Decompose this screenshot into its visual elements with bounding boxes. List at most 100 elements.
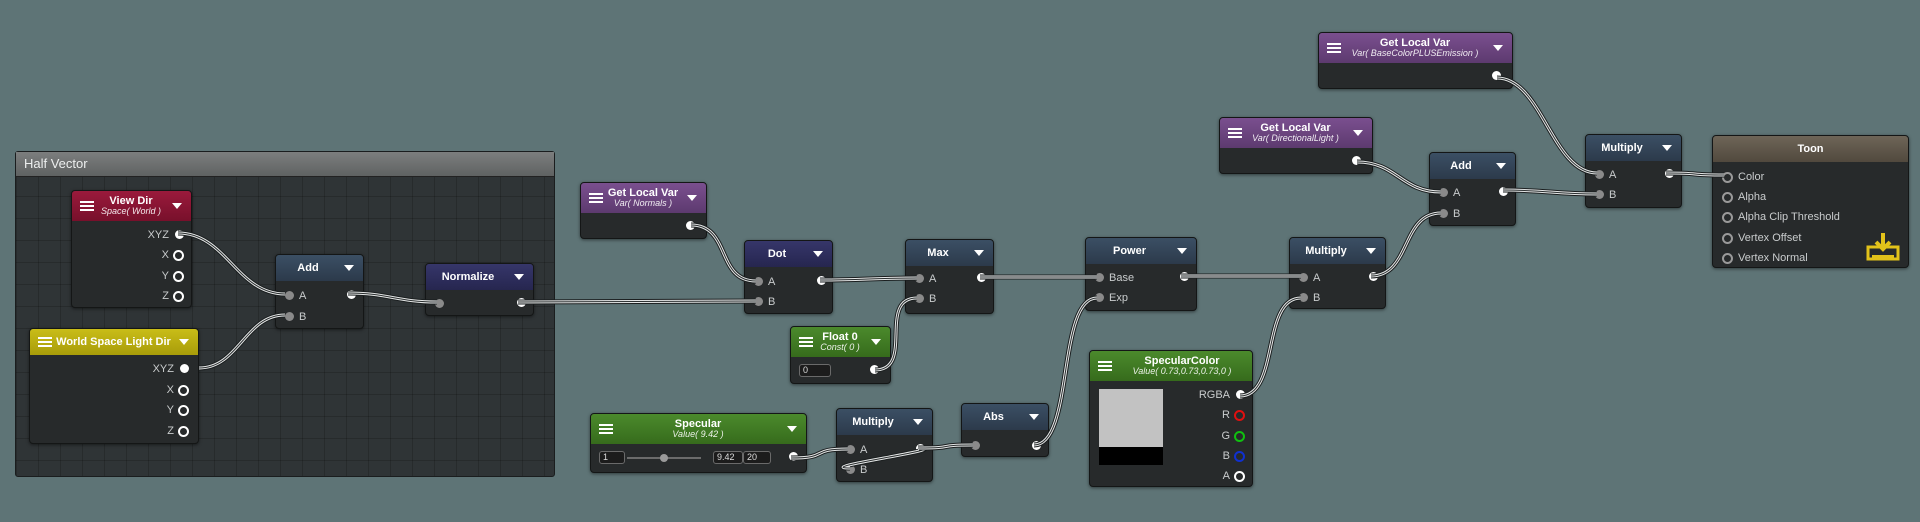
input-pin[interactable] xyxy=(435,299,444,308)
output-pin-xyz[interactable] xyxy=(175,230,184,239)
node-world-space-light-dir[interactable]: World Space Light Dir XYZ X Y Z xyxy=(29,328,199,444)
slider-handle[interactable] xyxy=(660,454,668,462)
hamburger-menu-icon[interactable] xyxy=(1098,361,1112,371)
node-multiply[interactable]: Multiply A B xyxy=(836,408,933,482)
input-pin-a[interactable] xyxy=(1439,188,1448,197)
node-normalize[interactable]: Normalize xyxy=(425,263,534,316)
hamburger-menu-icon[interactable] xyxy=(589,193,603,203)
output-pin[interactable] xyxy=(1032,441,1041,450)
node-header[interactable]: Power xyxy=(1086,238,1196,264)
dropdown-arrow-icon[interactable] xyxy=(514,274,524,280)
node-header[interactable]: Multiply xyxy=(837,409,932,435)
output-pin-r[interactable] xyxy=(1234,410,1245,421)
node-header[interactable]: Toon xyxy=(1713,136,1908,162)
dropdown-arrow-icon[interactable] xyxy=(179,339,189,345)
input-pin-a[interactable] xyxy=(1299,273,1308,282)
output-pin-y[interactable] xyxy=(178,405,189,416)
node-header[interactable]: Add xyxy=(1430,153,1515,179)
node-max[interactable]: Max A B xyxy=(905,239,994,314)
output-pin-x[interactable] xyxy=(173,250,184,261)
node-header[interactable]: Multiply xyxy=(1586,135,1681,161)
node-dot[interactable]: Dot A B xyxy=(744,240,833,314)
node-header[interactable]: Abs xyxy=(962,404,1048,430)
output-pin-rgba[interactable] xyxy=(1236,390,1245,399)
input-pin-exp[interactable] xyxy=(1095,293,1104,302)
dropdown-arrow-icon[interactable] xyxy=(344,265,354,271)
group-title[interactable]: Half Vector xyxy=(16,152,554,177)
input-pin-a[interactable] xyxy=(1595,170,1604,179)
input-pin-b[interactable] xyxy=(285,312,294,321)
output-pin-x[interactable] xyxy=(178,385,189,396)
dropdown-arrow-icon[interactable] xyxy=(1353,130,1363,136)
dropdown-arrow-icon[interactable] xyxy=(871,339,881,345)
output-pin[interactable] xyxy=(916,444,925,453)
dropdown-arrow-icon[interactable] xyxy=(172,203,182,209)
dropdown-arrow-icon[interactable] xyxy=(1662,145,1672,151)
hamburger-menu-icon[interactable] xyxy=(1228,128,1242,138)
input-pin-b[interactable] xyxy=(1299,293,1308,302)
node-add[interactable]: Add A B xyxy=(275,254,364,329)
dropdown-arrow-icon[interactable] xyxy=(974,250,984,256)
node-multiply[interactable]: Multiply A B xyxy=(1289,237,1386,309)
output-pin[interactable] xyxy=(1665,169,1674,178)
output-pin[interactable] xyxy=(347,290,356,299)
node-header[interactable]: Max xyxy=(906,240,993,266)
input-pin-base[interactable] xyxy=(1095,273,1104,282)
output-pin-z[interactable] xyxy=(173,291,184,302)
slider-max-field[interactable]: 20 xyxy=(743,451,771,464)
node-abs[interactable]: Abs xyxy=(961,403,1049,457)
output-pin-xyz[interactable] xyxy=(180,364,189,373)
input-pin-alpha-clip-threshold[interactable] xyxy=(1722,212,1733,223)
input-pin-color[interactable] xyxy=(1722,172,1733,183)
input-pin-b[interactable] xyxy=(1595,190,1604,199)
connection-wire[interactable] xyxy=(819,275,918,283)
hamburger-menu-icon[interactable] xyxy=(599,424,613,434)
output-pin[interactable] xyxy=(1352,156,1361,165)
color-preview-swatch[interactable] xyxy=(1099,389,1163,465)
input-pin-a[interactable] xyxy=(846,445,855,454)
output-pin[interactable] xyxy=(1492,71,1501,80)
input-pin-vertex-offset[interactable] xyxy=(1722,233,1733,244)
output-pin-b[interactable] xyxy=(1234,451,1245,462)
dropdown-arrow-icon[interactable] xyxy=(913,419,923,425)
input-pin-b[interactable] xyxy=(1439,209,1448,218)
hamburger-menu-icon[interactable] xyxy=(799,337,813,347)
dropdown-arrow-icon[interactable] xyxy=(1029,414,1039,420)
input-pin-b[interactable] xyxy=(754,297,763,306)
node-multiply[interactable]: Multiply A B xyxy=(1585,134,1682,208)
input-pin-b[interactable] xyxy=(915,294,924,303)
node-add[interactable]: Add A B xyxy=(1429,152,1516,226)
hamburger-menu-icon[interactable] xyxy=(38,337,52,347)
node-header[interactable]: Add xyxy=(276,255,363,281)
output-pin-y[interactable] xyxy=(173,271,184,282)
slider-min-field[interactable]: 1 xyxy=(599,451,625,464)
connection-wire[interactable] xyxy=(1502,187,1598,197)
dropdown-arrow-icon[interactable] xyxy=(787,426,797,432)
output-pin-g[interactable] xyxy=(1234,431,1245,442)
hamburger-menu-icon[interactable] xyxy=(1327,43,1341,53)
output-pin[interactable] xyxy=(1180,272,1189,281)
input-pin-a[interactable] xyxy=(915,274,924,283)
output-pin[interactable] xyxy=(1499,187,1508,196)
hamburger-menu-icon[interactable] xyxy=(80,201,94,211)
slider-value-field[interactable]: 9.42 xyxy=(713,451,743,464)
output-pin[interactable] xyxy=(517,298,526,307)
input-pin-b[interactable] xyxy=(846,465,855,474)
value-field[interactable]: 0 xyxy=(799,364,831,377)
dropdown-arrow-icon[interactable] xyxy=(1177,248,1187,254)
input-pin-a[interactable] xyxy=(285,291,294,300)
input-pin-a[interactable] xyxy=(754,277,763,286)
node-header[interactable]: Dot xyxy=(745,241,832,267)
